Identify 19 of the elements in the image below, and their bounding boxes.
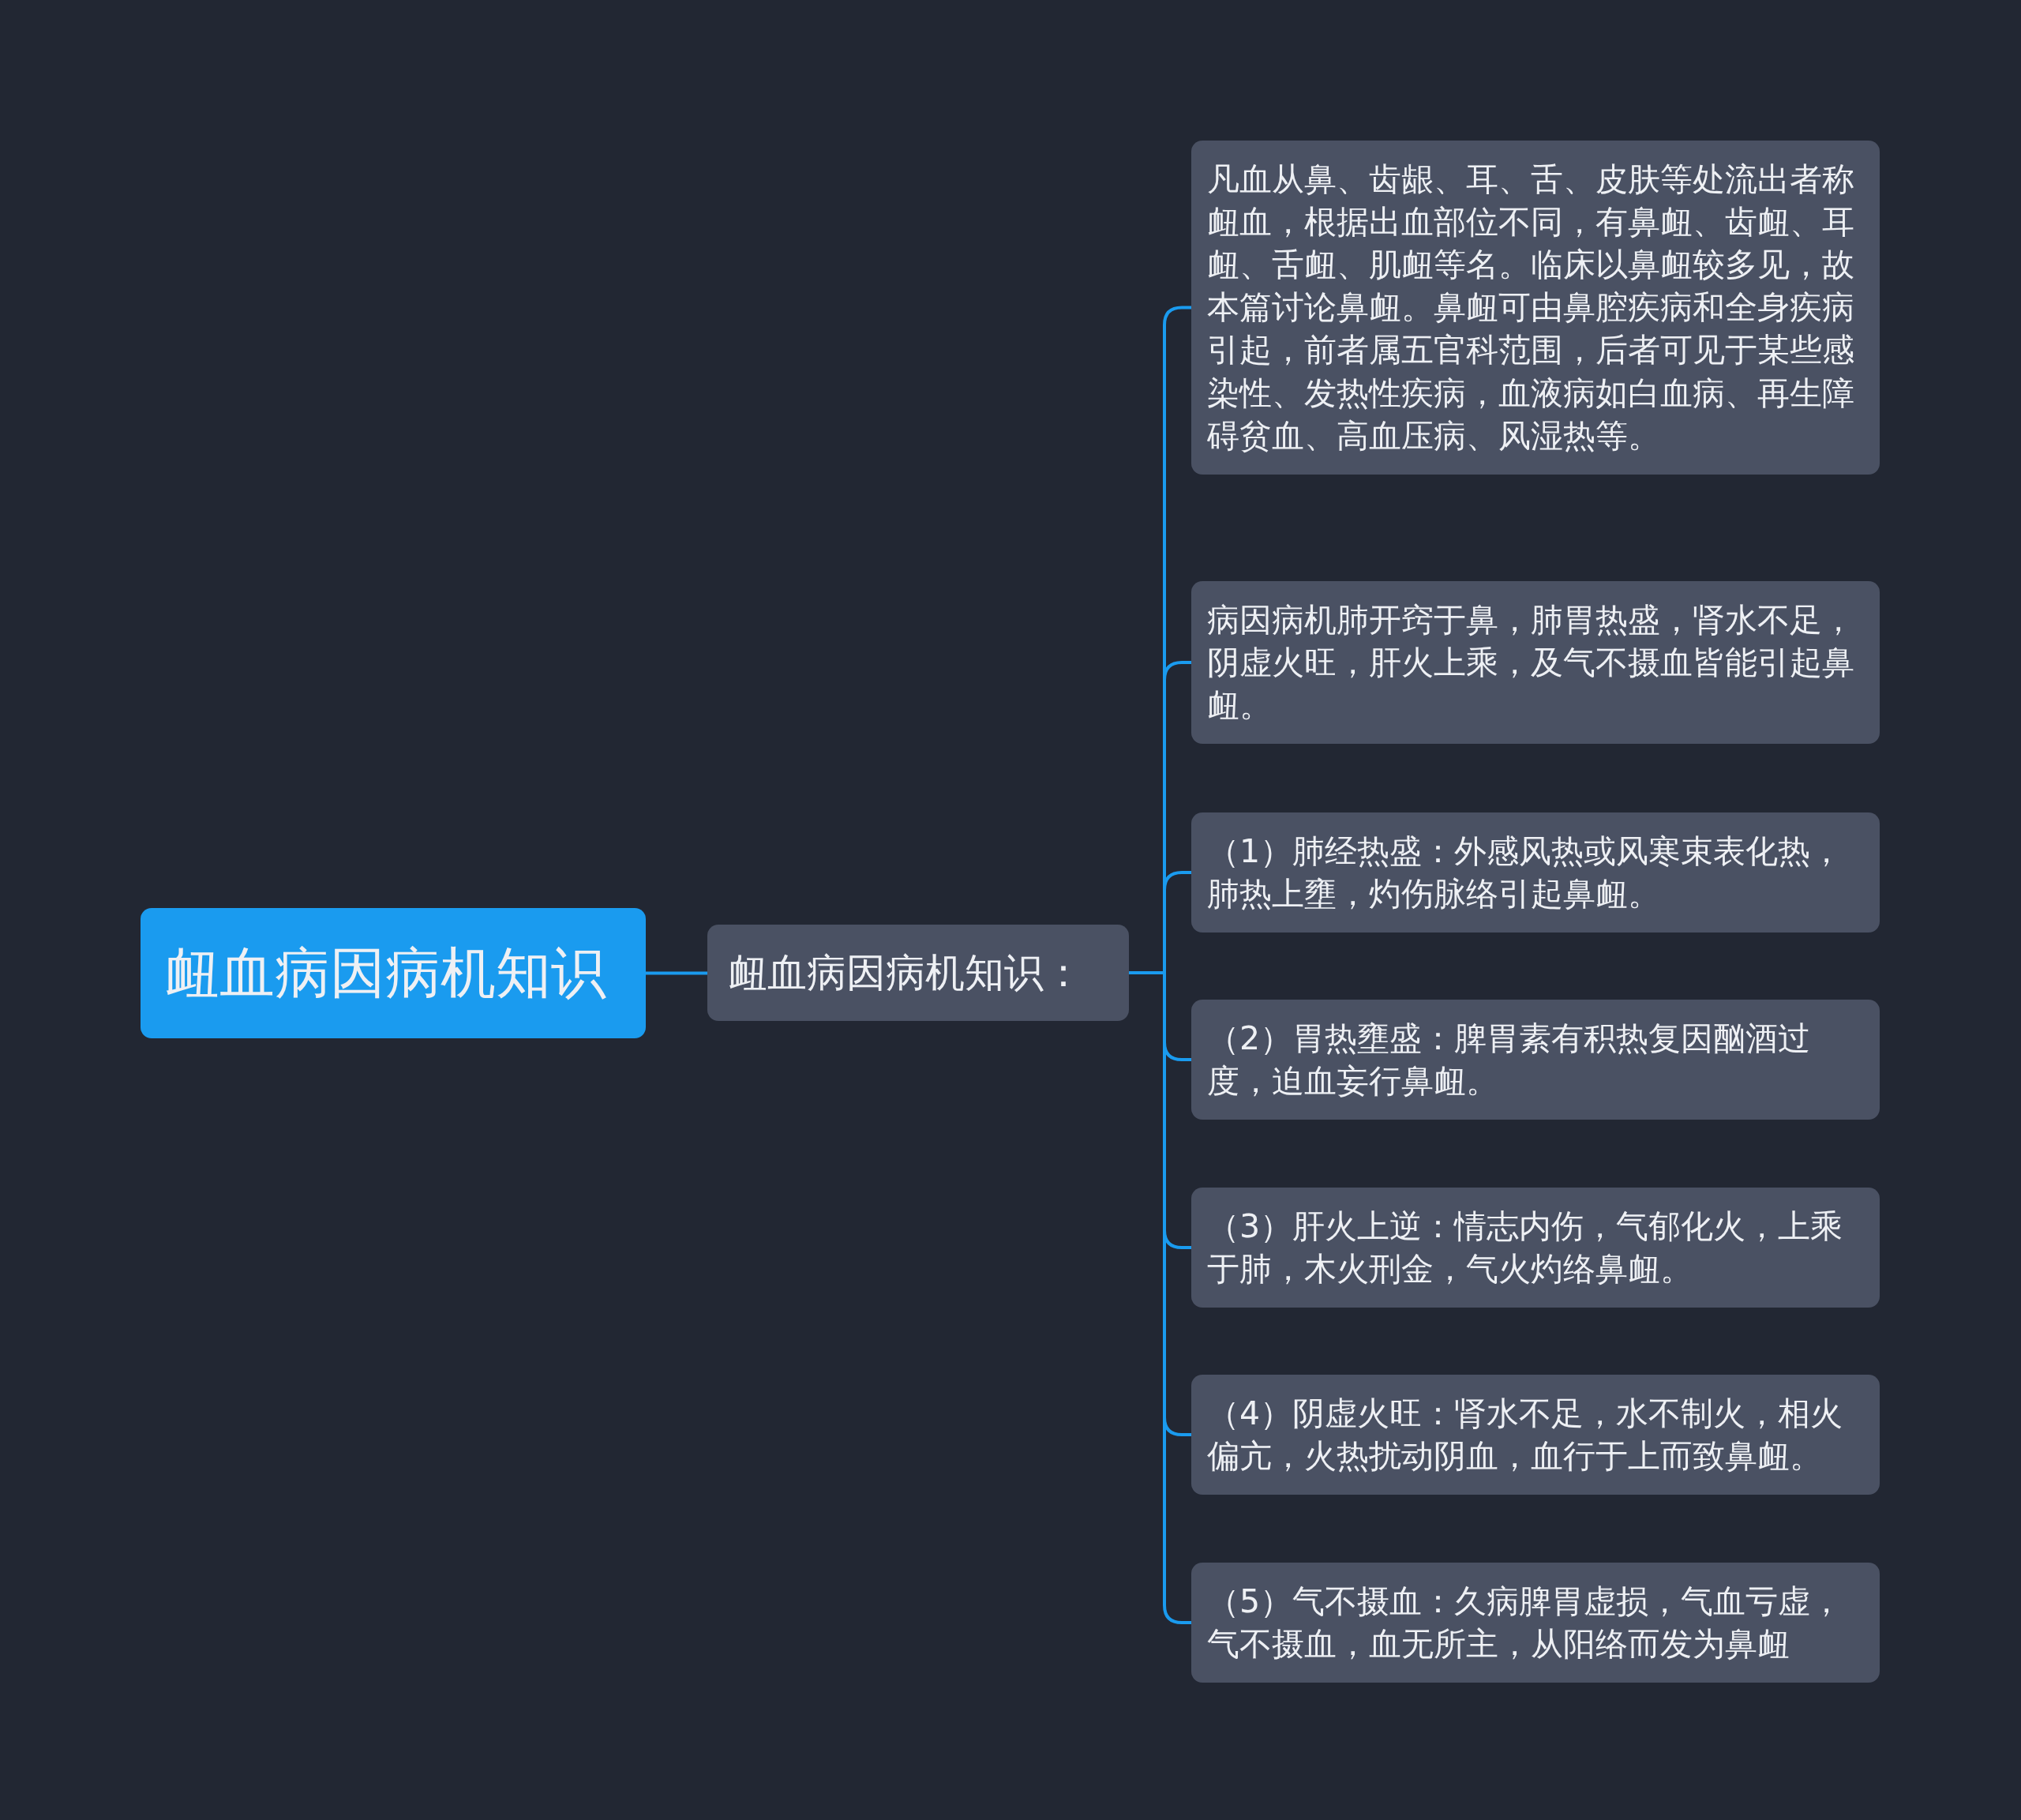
leaf-topic-box	[1191, 141, 1880, 475]
topic-text: （2）胃热壅盛：脾胃素有积热复因酗酒过度，迫血妄行鼻衄。	[1207, 1019, 1812, 1102]
leaf-topic-box	[1191, 1375, 1880, 1495]
leaf-topic-box	[1191, 1188, 1880, 1308]
topic-text: 凡血从鼻、齿龈、耳、舌、皮肤等处流出者称衄血，根据出血部位不同，有鼻衄、齿衄、耳衄、舌衄、肌衄等名。临床以鼻衄较多见，故本篇讨论鼻衄。鼻衄可由鼻腔疾病和全身疾病引起，前者属五官科范围，后者可见于某些感染性、发热性疾病，血液病如白血病、再生障碍贫血、高血压病、风湿热等。	[1207, 159, 1855, 456]
topic-text: （1）肺经热盛：外感风热或风寒束表化热，肺热上壅，灼伤脉络引起鼻衄。	[1207, 831, 1844, 915]
leaf-topic-box	[1191, 812, 1880, 933]
topic-text: 衄血病因病机知识	[164, 940, 606, 1008]
root-topic-box	[141, 908, 646, 1038]
topic-text: （3）肝火上逆：情志内伤，气郁化火，上乘于肺，木火刑金，气火灼络鼻衄。	[1207, 1206, 1844, 1290]
branch-topic-box	[707, 925, 1129, 1021]
connector-line	[646, 971, 707, 975]
topic-text: 衄血病因病机知识：	[728, 949, 1083, 997]
leaf-topic-box	[1191, 1563, 1880, 1683]
leaf-topic-box	[1191, 1000, 1880, 1120]
topic-text: （5）气不摄血：久病脾胃虚损，气血亏虚，气不摄血，血无所主，从阳络而发为鼻衄	[1207, 1582, 1844, 1665]
topic-text: 病因病机肺开窍于鼻，肺胃热盛，肾水不足，阴虚火旺，肝火上乘，及气不摄血皆能引起鼻衄。	[1207, 600, 1855, 726]
leaf-topic-box	[1191, 581, 1880, 745]
topic-text: （4）阴虚火旺：肾水不足，水不制火，相火偏亢，火热扰动阴血，血行于上而致鼻衄。	[1207, 1394, 1844, 1477]
